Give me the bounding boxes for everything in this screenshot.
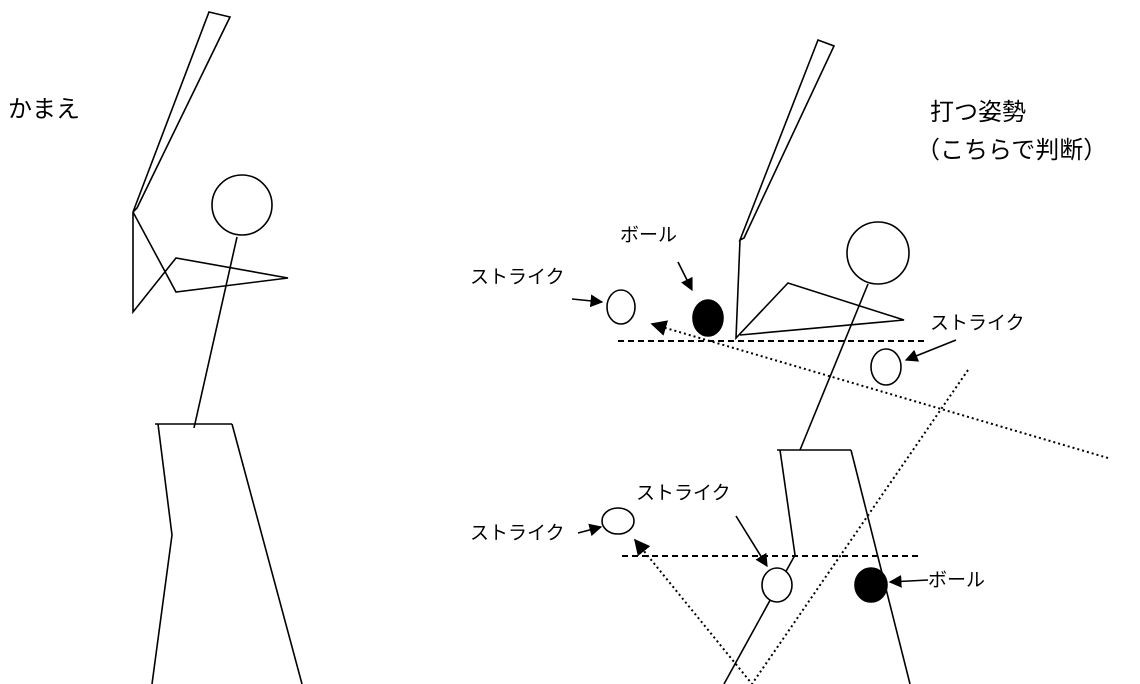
- ball-marker-top: [693, 300, 723, 336]
- slant-dotted-line: [652, 324, 1108, 458]
- head-right: [847, 222, 909, 284]
- arm-left: [133, 212, 288, 312]
- arrow-strike-lower-left: [578, 527, 601, 533]
- strike-ball-upper-left: [607, 290, 635, 324]
- ball-marker-bottom: [855, 568, 887, 602]
- body-right: [800, 284, 868, 450]
- bat-right: [740, 40, 834, 240]
- strike-ball-lower-middle: [762, 568, 792, 602]
- leg-left-front: [232, 424, 302, 684]
- arrow-ball-top: [678, 262, 692, 290]
- arrow-strike-lower-middle: [736, 516, 767, 566]
- stance-figure: [133, 12, 302, 684]
- arrow-ball-bottom: [890, 580, 928, 582]
- leg-right-front: [851, 450, 910, 684]
- head-left: [212, 175, 272, 235]
- leg-left-back: [152, 424, 172, 684]
- strike-ball-lower-left: [602, 508, 634, 534]
- strike-ball-upper-right: [871, 349, 901, 385]
- zone-lines: [618, 324, 1108, 684]
- arrow-strike-upper-right: [906, 340, 956, 360]
- lower-dotted-triangle: [635, 370, 968, 684]
- leg-right-back: [724, 450, 795, 684]
- arrow-strike-upper-left: [572, 299, 602, 302]
- bat-left: [133, 12, 230, 212]
